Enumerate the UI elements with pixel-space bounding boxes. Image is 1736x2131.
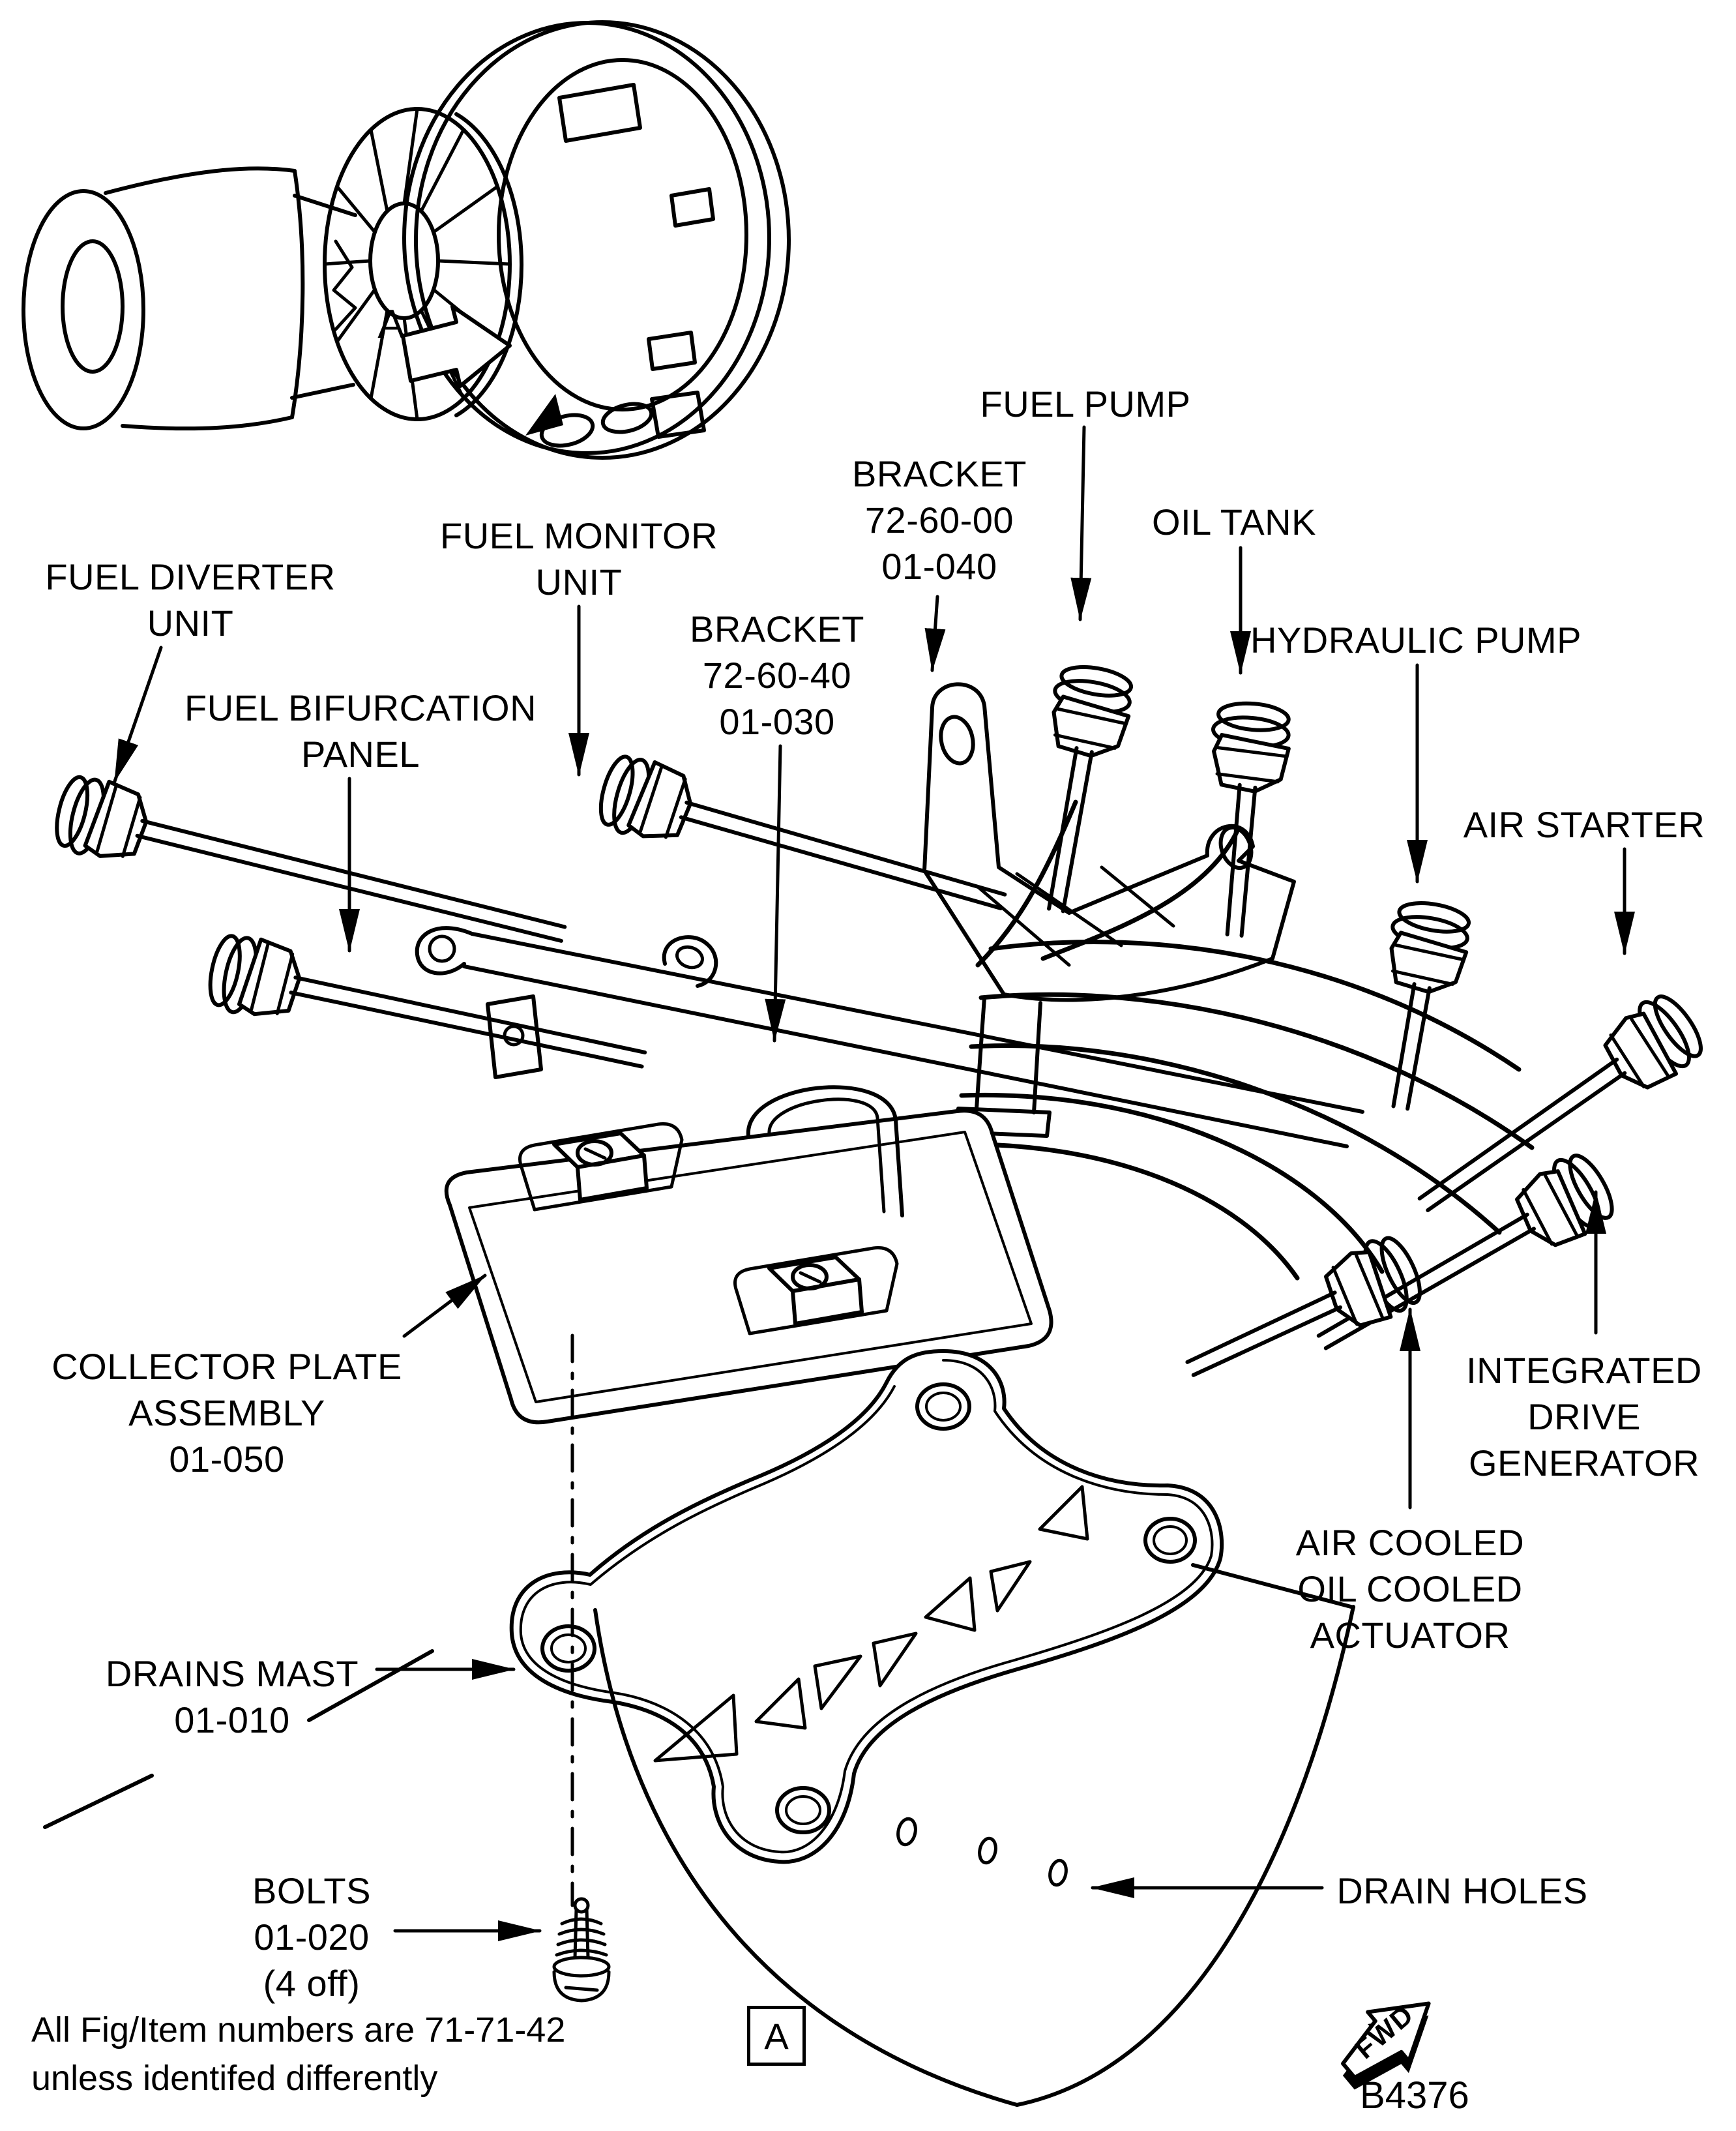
fuel-pump-fitting — [1047, 665, 1134, 914]
label-oil-tank: OIL TANK — [1152, 501, 1316, 543]
detail-a-box: A — [747, 2006, 806, 2066]
hydraulic-pump-fitting — [1389, 901, 1471, 1111]
air-starter-fitting — [1417, 994, 1703, 1212]
label-fuel-bifurcation-panel: FUEL BIFURCATION PANEL — [184, 687, 537, 775]
drain-hole — [896, 1817, 917, 1847]
drain-hole — [1048, 1858, 1068, 1887]
detail-a-letter: A — [377, 302, 405, 347]
tube-bundle — [949, 799, 1535, 1281]
label-bracket-72-60-40: BRACKET 72-60-40 01-030 — [690, 608, 864, 742]
fuel-diverter-fitting — [55, 775, 567, 943]
fig-item-note-line2: unless identifed differently — [31, 2059, 438, 2098]
label-air-cooled-actuator: AIR COOLED OIL COOLED ACTUATOR — [1295, 1522, 1525, 1656]
arrow-fuel-diverter-unit — [113, 646, 163, 783]
label-bracket-72-60-00: BRACKET 72-60-00 01-040 — [852, 453, 1027, 587]
figure-code: B4376 — [1360, 2074, 1469, 2117]
label-hydraulic-pump: HYDRAULIC PUMP — [1250, 619, 1582, 661]
fig-item-note-line1: All Fig/Item numbers are 71-71-42 — [31, 2010, 566, 2049]
fuel-monitor-fitting — [598, 754, 1007, 910]
fairing-panel — [43, 1563, 1355, 2107]
label-drains-mast: DRAINS MAST 01-010 — [105, 1653, 359, 1740]
label-fuel-pump: FUEL PUMP — [980, 383, 1191, 425]
label-fuel-diverter-unit: FUEL DIVERTER UNIT — [45, 556, 336, 644]
fuel-bifurcation-fitting — [208, 934, 647, 1069]
actuator-fitting — [1185, 1236, 1422, 1377]
arrow-fuel-pump — [1070, 425, 1092, 621]
support-bracket-bar — [415, 926, 1364, 1148]
drain-hole — [978, 1836, 997, 1865]
engine-illustration — [22, 20, 791, 460]
arrow-bracket-72-60-40 — [765, 744, 786, 1043]
label-fuel-monitor-unit: FUEL MONITOR UNIT — [439, 515, 718, 603]
label-air-starter: AIR STARTER — [1463, 804, 1705, 845]
drains-mast-part — [509, 1349, 1224, 1864]
fwd-arrow — [1341, 2001, 1431, 2090]
view-a-pointer — [525, 394, 563, 436]
arrow-bracket-72-60-00 — [924, 595, 946, 672]
arrow-collector-plate — [402, 1274, 487, 1338]
label-collector-plate-assembly: COLLECTOR PLATE ASSEMBLY 01-050 — [51, 1346, 402, 1480]
bolt-part — [552, 1897, 611, 2003]
idg-fitting — [1316, 1154, 1614, 1350]
oil-tank-fitting — [1211, 701, 1291, 938]
collector-plate-assembly-part — [444, 994, 1053, 1425]
view-a-block-arrow — [401, 305, 512, 388]
label-drain-holes: DRAIN HOLES — [1336, 1870, 1588, 1911]
label-bolts: BOLTS 01-020 (4 off) — [252, 1870, 371, 2004]
label-integrated-drive-generator: INTEGRATED DRIVE GENERATOR — [1466, 1350, 1702, 1483]
